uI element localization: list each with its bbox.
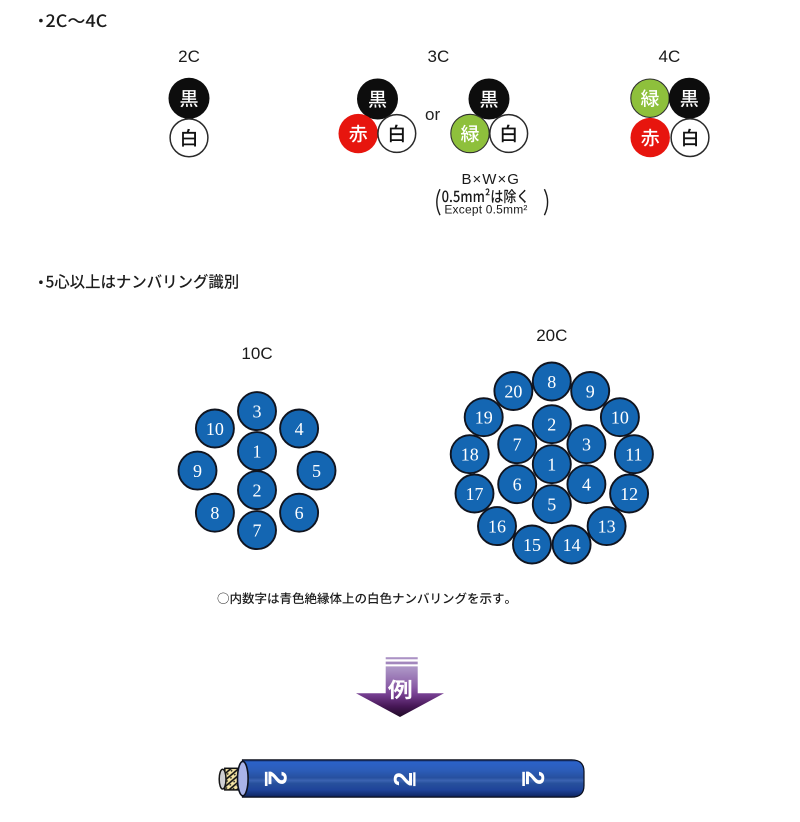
svg-text:1: 1 bbox=[547, 455, 556, 475]
svg-text:6: 6 bbox=[295, 503, 304, 523]
svg-text:14: 14 bbox=[563, 535, 581, 555]
svg-text:9: 9 bbox=[586, 381, 595, 401]
svg-text:5: 5 bbox=[547, 495, 556, 515]
svg-text:4: 4 bbox=[295, 419, 304, 439]
svg-text:17: 17 bbox=[465, 484, 483, 504]
svg-text:15: 15 bbox=[523, 535, 541, 555]
svg-text:20C: 20C bbox=[536, 326, 567, 345]
svg-text:3: 3 bbox=[253, 401, 262, 421]
svg-text:18: 18 bbox=[461, 445, 479, 465]
svg-text:8: 8 bbox=[210, 503, 219, 523]
svg-text:9: 9 bbox=[193, 461, 202, 481]
svg-text:10: 10 bbox=[611, 408, 629, 428]
svg-text:3: 3 bbox=[582, 435, 591, 455]
svg-text:4: 4 bbox=[582, 475, 591, 495]
svg-text:19: 19 bbox=[475, 408, 493, 428]
svg-text:2: 2 bbox=[520, 771, 550, 785]
svg-text:1: 1 bbox=[253, 441, 262, 461]
svg-text:7: 7 bbox=[253, 520, 262, 540]
svg-text:10: 10 bbox=[206, 419, 224, 439]
svg-text:Except 0.5mm²: Except 0.5mm² bbox=[444, 203, 527, 217]
svg-text:6: 6 bbox=[513, 475, 522, 495]
svg-text:7: 7 bbox=[513, 435, 522, 455]
svg-text:3C: 3C bbox=[428, 47, 450, 66]
svg-text:13: 13 bbox=[598, 516, 616, 536]
svg-text:2: 2 bbox=[388, 772, 418, 786]
svg-text:2C: 2C bbox=[178, 47, 200, 66]
svg-text:12: 12 bbox=[620, 484, 638, 504]
svg-text:10C: 10C bbox=[241, 344, 272, 363]
svg-text:11: 11 bbox=[625, 445, 642, 465]
svg-text:B×W×G: B×W×G bbox=[462, 171, 520, 188]
svg-text:5: 5 bbox=[312, 461, 321, 481]
svg-text:or: or bbox=[425, 105, 440, 124]
svg-text:4C: 4C bbox=[659, 47, 681, 66]
svg-text:2: 2 bbox=[547, 415, 556, 435]
svg-text:2: 2 bbox=[253, 480, 262, 500]
svg-text:16: 16 bbox=[488, 516, 506, 536]
svg-text:2: 2 bbox=[262, 771, 292, 785]
svg-text:8: 8 bbox=[547, 372, 556, 392]
svg-text:20: 20 bbox=[504, 381, 522, 401]
